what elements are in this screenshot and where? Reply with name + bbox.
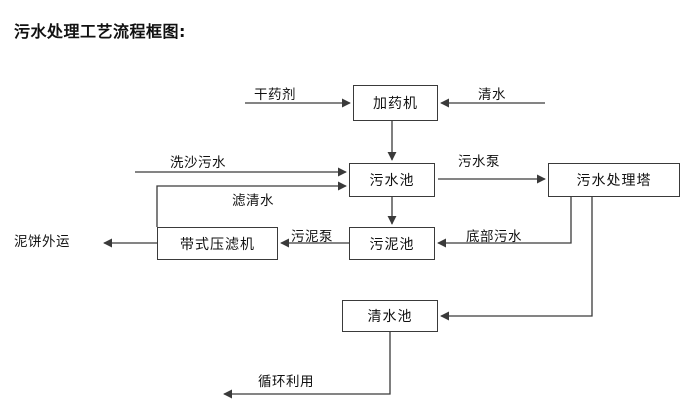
- node-wastewater-pool[interactable]: 污水池: [349, 163, 435, 197]
- edge-label-recycle-reuse: 循环利用: [258, 374, 314, 390]
- node-wastewater-treatment-tower[interactable]: 污水处理塔: [548, 163, 680, 197]
- node-label: 污泥池: [369, 236, 415, 253]
- node-belt-filter-press[interactable]: 带式压滤机: [157, 227, 278, 260]
- node-label: 带式压滤机: [180, 236, 255, 253]
- edge-label-dry-agent: 干药剂: [254, 87, 296, 103]
- edge-label-wastewater-pump: 污水泵: [458, 154, 500, 170]
- node-dosing-machine[interactable]: 加药机: [353, 85, 438, 121]
- node-label: 污水处理塔: [576, 173, 652, 189]
- edge-tower-to-cwpool: [440, 197, 593, 321]
- terminal-label-mudcake-transport: 泥饼外运: [14, 234, 70, 250]
- edge-label-sludge-pump: 污泥泵: [291, 229, 333, 245]
- edge-label-filtered-water: 滤清水: [232, 193, 274, 209]
- node-clear-water-pool[interactable]: 清水池: [342, 300, 438, 332]
- edge-label-sand-washing-wastewater: 洗沙污水: [170, 155, 226, 171]
- page-title: 污水处理工艺流程框图:: [14, 22, 186, 41]
- edge-label-bottom-wastewater: 底部污水: [466, 229, 522, 245]
- node-label: 加药机: [373, 96, 418, 112]
- node-label: 污水池: [369, 173, 415, 189]
- node-sludge-pool[interactable]: 污泥池: [349, 227, 435, 260]
- edge-label-clean-water: 清水: [478, 87, 506, 103]
- node-label: 清水池: [367, 309, 413, 325]
